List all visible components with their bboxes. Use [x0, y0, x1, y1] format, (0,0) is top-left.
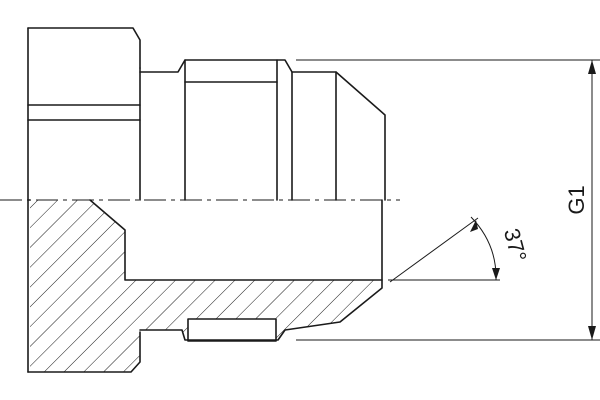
section-hatching [30, 200, 382, 372]
dimension-g1 [296, 59, 600, 341]
stub-upper-view [139, 59, 386, 201]
angle-label: 37° [499, 226, 532, 265]
section-outline [89, 199, 383, 342]
g1-dimension-label: G1 [564, 185, 589, 214]
angle-dimension [388, 216, 500, 283]
